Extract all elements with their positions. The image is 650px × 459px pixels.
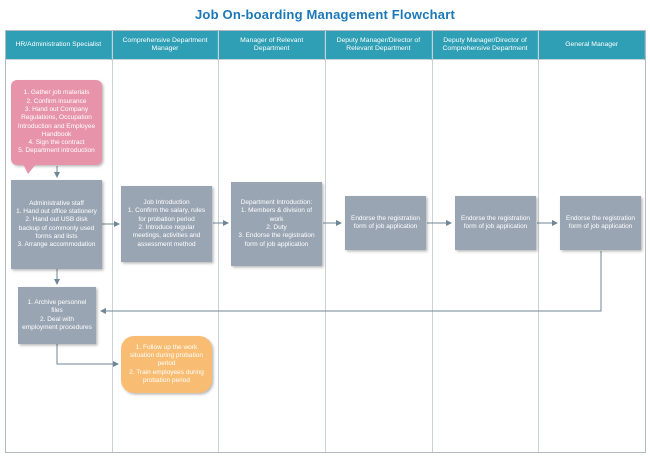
lane-deputy-comprehensive-dept: Deputy Manager/Director of Comprehensive…: [432, 31, 540, 452]
lane-header-hr-specialist: HR/Administration Specialist: [6, 31, 112, 60]
lane-header-deputy-relevant-dept: Deputy Manager/Director of Relevant Depa…: [326, 31, 432, 60]
page-title: Job On-boarding Management Flowchart: [195, 7, 455, 22]
lane-header-deputy-comprehensive-dept: Deputy Manager/Director of Comprehensive…: [432, 31, 539, 60]
node-endorse-general-manager-text: Endorse the registration form of job app…: [565, 214, 635, 230]
node-job-introduction-text: Job Introduction 1. Confirm the salary, …: [127, 199, 206, 248]
node-job-introduction: Job Introduction 1. Confirm the salary, …: [121, 186, 212, 262]
node-endorse-deputy-comprehensive-text: Endorse the registration form of jоb app…: [460, 214, 530, 230]
node-hr-onboarding-tasks-text: 1. Gather job materials 2. Confirm insur…: [17, 89, 96, 155]
node-endorse-deputy-comprehensive: Endorse the registration form of jоb app…: [455, 196, 536, 250]
swimlane-chart: HR/Administration Specialist Comprehensi…: [5, 30, 646, 453]
node-archive-personnel-files-text: 1. Archive personnel files 2. Deal with …: [22, 298, 92, 331]
lane-deputy-relevant-dept: Deputy Manager/Director of Relevant Depa…: [326, 31, 433, 452]
lane-comprehensive-dept-manager: Comprehensive Department Manager: [112, 31, 220, 452]
node-admin-staff-tasks: Administrative staff 1. Hand out office …: [11, 180, 102, 269]
node-archive-personnel-files: 1. Archive personnel files 2. Deal with …: [18, 287, 96, 344]
node-department-introduction-text: Department Introduction: 1. Members & di…: [238, 199, 315, 248]
node-probation-followup-text: 1. Follow up the work situation during p…: [129, 343, 204, 384]
node-admin-staff-tasks-text: Administrative staff 1. Hand out office …: [16, 199, 97, 249]
node-endorse-deputy-relevant: Endorse the registration form of job app…: [345, 196, 426, 250]
lane-relevant-dept-manager: Manager of Relevant Department: [219, 31, 327, 452]
node-department-introduction: Department Introduction: 1. Members & di…: [231, 182, 322, 266]
node-hr-onboarding-tasks: 1. Gather job materials 2. Confirm insur…: [11, 80, 102, 174]
callout-tail: [23, 164, 36, 174]
node-endorse-general-manager: Endorse the registration form of job app…: [560, 196, 641, 250]
node-probation-followup: 1. Follow up the work situation during p…: [121, 336, 212, 393]
node-endorse-deputy-relevant-text: Endorse the registration form of job app…: [350, 214, 420, 230]
lane-header-general-manager: General Manager: [539, 31, 646, 60]
lane-hr-specialist: HR/Administration Specialist: [6, 31, 113, 452]
lane-general-manager: General Manager: [539, 31, 646, 452]
lane-header-comprehensive-dept-manager: Comprehensive Department Manager: [112, 31, 219, 60]
lane-header-relevant-dept-manager: Manager of Relevant Department: [219, 31, 326, 60]
